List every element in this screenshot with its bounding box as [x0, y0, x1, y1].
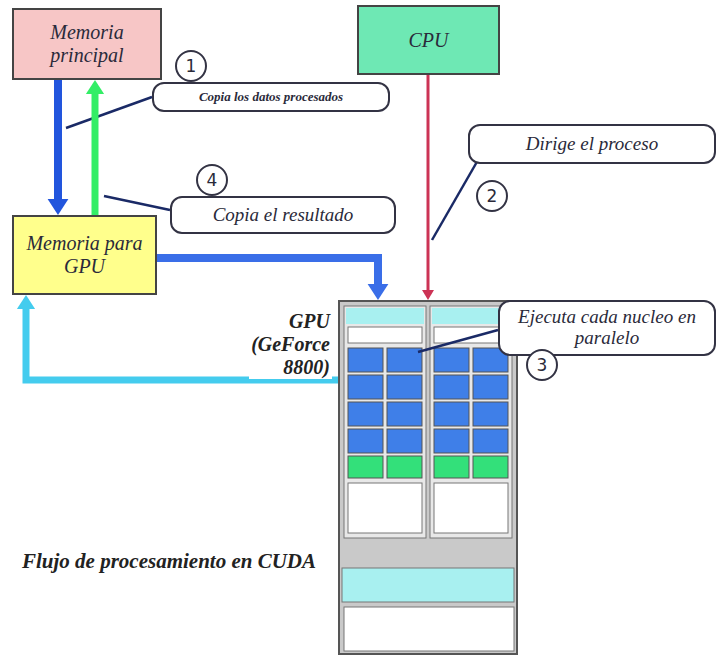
- callout-digit: 2: [487, 186, 498, 206]
- callout-box: Copia los datos procesados: [152, 82, 390, 112]
- leader-line: [432, 160, 478, 240]
- core-cell: [348, 456, 383, 478]
- core-cell: [434, 402, 469, 426]
- callout-box: Dirige el proceso: [468, 124, 716, 164]
- core-cell: [387, 375, 422, 399]
- node-text: Copia los datos procesados: [199, 90, 343, 104]
- memory-box: Memoria para GPU: [12, 215, 157, 295]
- chip-label: GPU (GeForce 8800): [249, 310, 332, 379]
- cache: [348, 327, 422, 343]
- callout-digit: 3: [537, 355, 548, 375]
- flow-arrow: [422, 75, 434, 300]
- shared-memory: [348, 483, 422, 533]
- callout-digit: 1: [186, 56, 197, 76]
- callout-box: Ejecuta cada nucleo en paralelo: [498, 300, 716, 356]
- callout-digit: 4: [207, 170, 218, 190]
- flow-arrow: [157, 258, 388, 300]
- flow-arrow: [48, 80, 69, 215]
- node-text: Copia el resultado: [213, 205, 354, 226]
- callout-number: 4: [196, 164, 228, 196]
- core-cell: [473, 429, 508, 453]
- device-memory-block: [344, 607, 514, 651]
- leader-line: [66, 97, 152, 128]
- node-text: Memoria para GPU: [22, 232, 147, 278]
- callout-number: 2: [476, 180, 508, 212]
- multiprocessor: [344, 306, 426, 538]
- node-text: Dirige el proceso: [526, 134, 658, 155]
- core-cell: [473, 375, 508, 399]
- control-band: [346, 308, 424, 324]
- shared-memory: [434, 483, 508, 533]
- core-cell: [387, 456, 422, 478]
- memory-box: Memoria principal: [12, 8, 162, 80]
- gpu-chip-body: [338, 300, 518, 655]
- leader-line: [104, 196, 170, 210]
- callout-number: 3: [526, 349, 558, 381]
- callout-box: Copia el resultado: [170, 196, 396, 234]
- core-cells: [346, 348, 510, 598]
- core-cell: [387, 402, 422, 426]
- core-cell: [434, 375, 469, 399]
- callout-number: 1: [175, 50, 207, 82]
- core-cell: [434, 429, 469, 453]
- core-cell: [387, 348, 422, 372]
- texture-band: [342, 568, 514, 602]
- core-cell: [434, 348, 469, 372]
- caption: Flujo de procesamiento en CUDA: [22, 548, 322, 575]
- core-cell: [348, 375, 383, 399]
- leader-line: [418, 330, 498, 352]
- core-cell: [348, 348, 383, 372]
- node-text: CPU: [409, 29, 449, 52]
- flow-arrow: [17, 295, 338, 380]
- core-cell: [473, 456, 508, 478]
- flow-arrow: [86, 80, 104, 215]
- core-cell: [348, 402, 383, 426]
- node-text: Ejecuta cada nucleo en paralelo: [510, 307, 704, 349]
- gpu-chip: GPU (GeForce 8800): [338, 300, 518, 655]
- core-cell: [473, 402, 508, 426]
- core-cell: [348, 429, 383, 453]
- core-cell: [387, 429, 422, 453]
- cpu-box: CPU: [357, 5, 500, 75]
- node-text: Memoria principal: [22, 21, 152, 67]
- core-cell: [434, 456, 469, 478]
